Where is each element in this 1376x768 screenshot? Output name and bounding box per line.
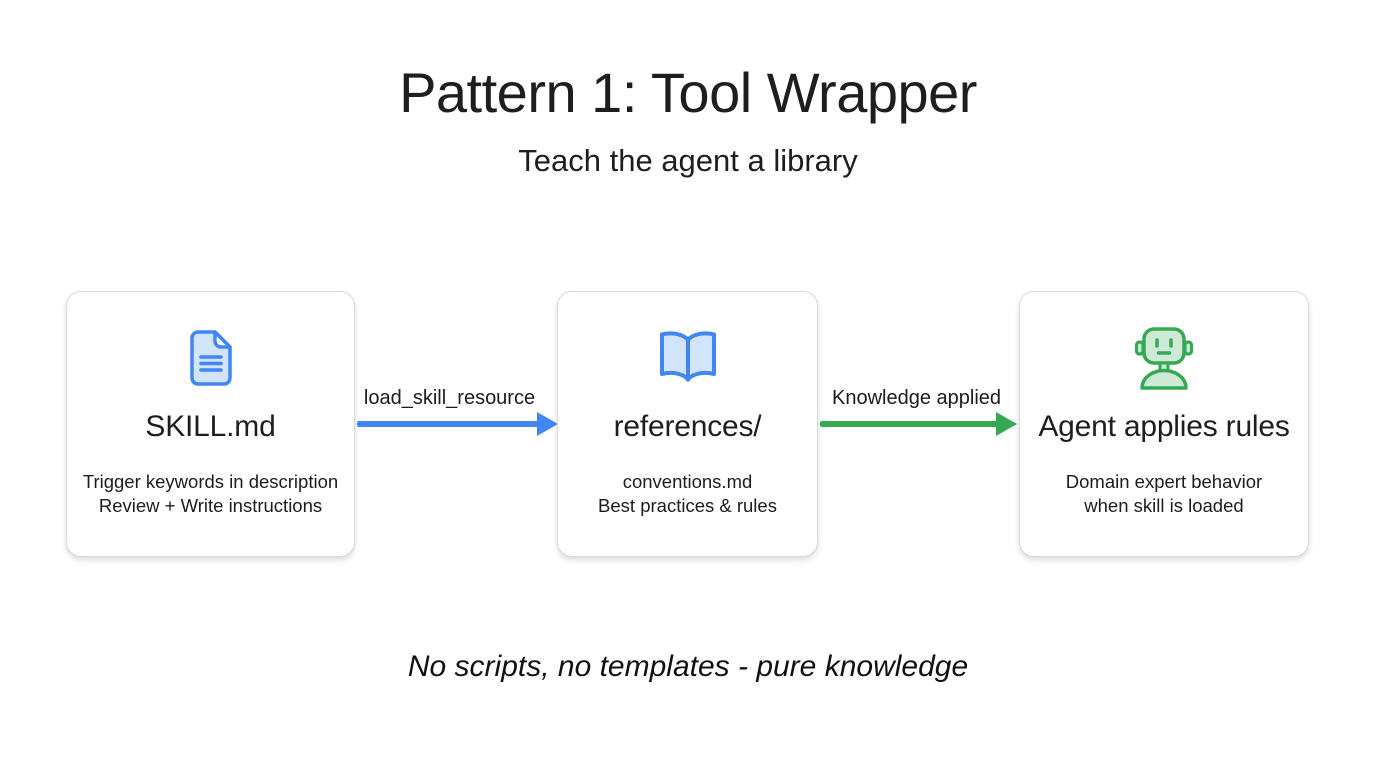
- node-desc-line: when skill is loaded: [1084, 495, 1244, 516]
- diagram-title: Pattern 1: Tool Wrapper: [399, 61, 977, 124]
- node-description: Domain expert behavior when skill is loa…: [1066, 470, 1262, 518]
- document-icon: [185, 322, 237, 394]
- node-title: SKILL.md: [145, 410, 276, 443]
- node-desc-line: Trigger keywords in description: [82, 471, 339, 492]
- robot-icon: [1134, 322, 1194, 394]
- footer-note: No scripts, no templates - pure knowledg…: [407, 650, 969, 683]
- arrow-line-blue: [357, 421, 539, 427]
- arrowhead-icon: [537, 412, 558, 436]
- node-title: Agent applies rules: [1038, 410, 1290, 443]
- arrow-line-green: [820, 421, 998, 427]
- arrow-label-load-skill-resource: load_skill_resource: [363, 387, 536, 409]
- node-title: references/: [613, 410, 762, 443]
- node-desc-line: Domain expert behavior: [1065, 471, 1263, 492]
- node-description: Trigger keywords in description Review +…: [83, 470, 338, 518]
- node-desc-line: conventions.md: [622, 471, 753, 492]
- node-description: conventions.md Best practices & rules: [598, 470, 777, 518]
- node-desc-line: Review + Write instructions: [98, 495, 323, 516]
- arrow-label-knowledge-applied: Knowledge applied: [831, 387, 1002, 409]
- arrowhead-icon: [996, 412, 1017, 436]
- diagram-subtitle: Teach the agent a library: [518, 143, 858, 178]
- open-book-icon: [652, 322, 724, 394]
- node-card-agent: Agent applies rules Domain expert behavi…: [1019, 291, 1309, 557]
- node-card-references: references/ conventions.md Best practice…: [557, 291, 818, 557]
- node-desc-line: Best practices & rules: [598, 495, 777, 516]
- node-card-skill-md: SKILL.md Trigger keywords in description…: [66, 291, 355, 557]
